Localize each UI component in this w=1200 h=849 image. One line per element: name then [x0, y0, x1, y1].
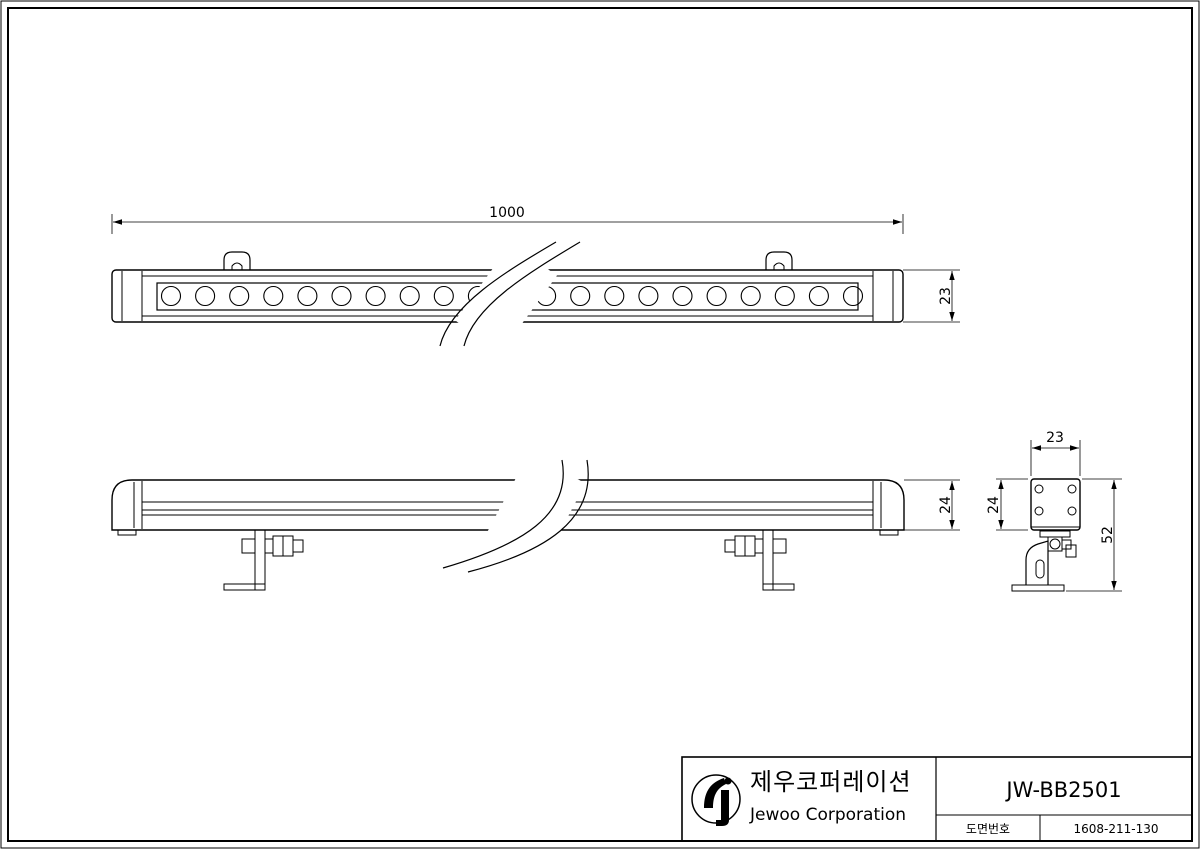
- led-lens: [570, 285, 591, 307]
- company-logo-icon: [691, 774, 741, 826]
- company-name-english: Jewoo Corporation: [749, 805, 906, 825]
- led-lens: [638, 285, 659, 307]
- led-lens: [774, 285, 795, 307]
- top-view: 1000 23: [111, 205, 960, 354]
- end-view: 23 24 52: [986, 430, 1122, 592]
- led-lens: [195, 285, 216, 307]
- led-lens: [604, 285, 625, 307]
- led-lens: [365, 285, 386, 307]
- title-block: 제우코퍼레이션 Jewoo Corporation JW-BB2501 도면번호…: [681, 756, 1193, 842]
- led-lens: [672, 285, 693, 307]
- dimension-height-52-end: 52: [1100, 526, 1116, 544]
- model-number: JW-BB2501: [1004, 778, 1121, 802]
- led-lens: [263, 285, 284, 307]
- led-lens: [229, 285, 250, 307]
- led-lens: [740, 285, 761, 307]
- dimension-height-24-side: 24: [938, 496, 954, 514]
- dimension-height-23-top: 23: [938, 287, 954, 305]
- drawing-number: 1608-211-130: [1073, 822, 1158, 836]
- led-row: [160, 285, 864, 307]
- mounting-bracket-right: [724, 529, 795, 591]
- led-lens: [706, 285, 727, 307]
- drawing-number-label: 도면번호: [966, 822, 1010, 836]
- side-view: 24: [111, 453, 960, 591]
- dimension-width-23-end: 23: [1046, 430, 1064, 446]
- dimension-height-24-end: 24: [986, 496, 1002, 514]
- led-lens: [399, 285, 420, 307]
- led-lens: [297, 285, 318, 307]
- led-lens: [331, 285, 352, 307]
- dimension-length-1000: 1000: [489, 205, 525, 221]
- inner-border: [7, 7, 1193, 842]
- led-lens: [433, 285, 454, 307]
- led-lens: [808, 285, 829, 307]
- mounting-bracket-left: [223, 529, 304, 591]
- company-name-korean: 제우코퍼레이션: [750, 768, 912, 796]
- led-lens: [160, 285, 182, 307]
- led-lens: [842, 285, 864, 307]
